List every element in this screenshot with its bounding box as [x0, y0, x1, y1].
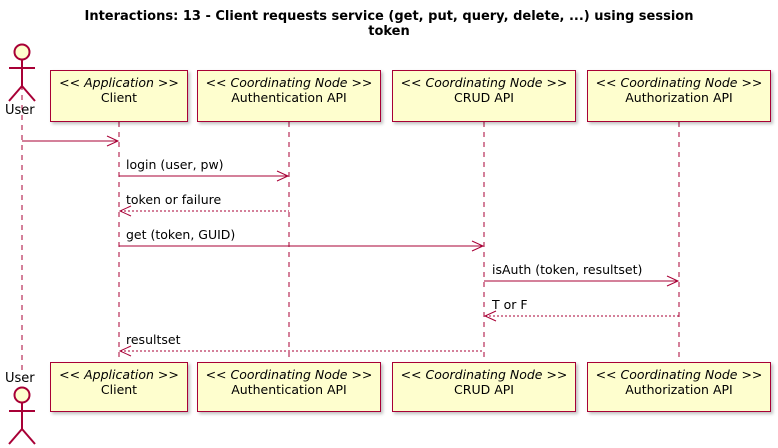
message-label-tf-return: T or F: [492, 297, 528, 312]
participant-authorization-api-bottom: << Coordinating Node >> Authorization AP…: [587, 362, 771, 412]
user-actor-icon-bottom: [8, 386, 36, 445]
participant-authorization-api-top: << Coordinating Node >> Authorization AP…: [587, 70, 771, 122]
title-line-2: token: [368, 24, 410, 39]
message-arrow-resultset-return: [118, 345, 484, 357]
participant-authentication-api-top: << Coordinating Node >> Authentication A…: [197, 70, 381, 122]
participant-stereotype: << Coordinating Node >>: [205, 75, 373, 90]
message-arrow-isauth: [484, 275, 680, 287]
message-arrow-token-return: [118, 205, 289, 217]
participant-name: CRUD API: [454, 382, 514, 397]
message-label-get: get (token, GUID): [126, 227, 236, 242]
message-label-token-return: token or failure: [126, 192, 222, 207]
message-arrow-get: [119, 240, 485, 252]
user-actor-icon-top: [8, 43, 36, 102]
participant-name: Client: [100, 90, 138, 105]
message-arrow-login: [119, 170, 290, 182]
participant-name: Authentication API: [231, 90, 347, 105]
message-label-resultset: resultset: [126, 332, 181, 347]
message-label-login: login (user, pw): [126, 157, 224, 172]
actor-label-top: User: [5, 103, 35, 118]
participant-name: Client: [100, 382, 138, 397]
participant-client-bottom: << Application >> Client: [50, 362, 188, 412]
participant-stereotype: << Application >>: [59, 75, 179, 90]
participant-authentication-api-bottom: << Coordinating Node >> Authentication A…: [197, 362, 381, 412]
participant-client-top: << Application >> Client: [50, 70, 188, 122]
participant-stereotype: << Coordinating Node >>: [205, 367, 373, 382]
participant-stereotype: << Coordinating Node >>: [595, 75, 763, 90]
participant-name: Authorization API: [625, 90, 733, 105]
participant-stereotype: << Coordinating Node >>: [595, 367, 763, 382]
message-label-isauth: isAuth (token, resultset): [492, 262, 643, 277]
participant-stereotype: << Coordinating Node >>: [400, 367, 568, 382]
participant-crud-api-top: << Coordinating Node >> CRUD API: [392, 70, 576, 122]
actor-label-bottom: User: [5, 371, 35, 386]
participant-stereotype: << Coordinating Node >>: [400, 75, 568, 90]
participant-name: CRUD API: [454, 90, 514, 105]
message-arrow-tf-return: [483, 310, 679, 322]
message-arrow-user-to-client: [22, 135, 120, 147]
title-line-1: Interactions: 13 - Client requests servi…: [84, 9, 694, 24]
diagram-title: Interactions: 13 - Client requests servi…: [0, 9, 778, 39]
participant-name: Authorization API: [625, 382, 733, 397]
participant-crud-api-bottom: << Coordinating Node >> CRUD API: [392, 362, 576, 412]
participant-stereotype: << Application >>: [59, 367, 179, 382]
participant-name: Authentication API: [231, 382, 347, 397]
